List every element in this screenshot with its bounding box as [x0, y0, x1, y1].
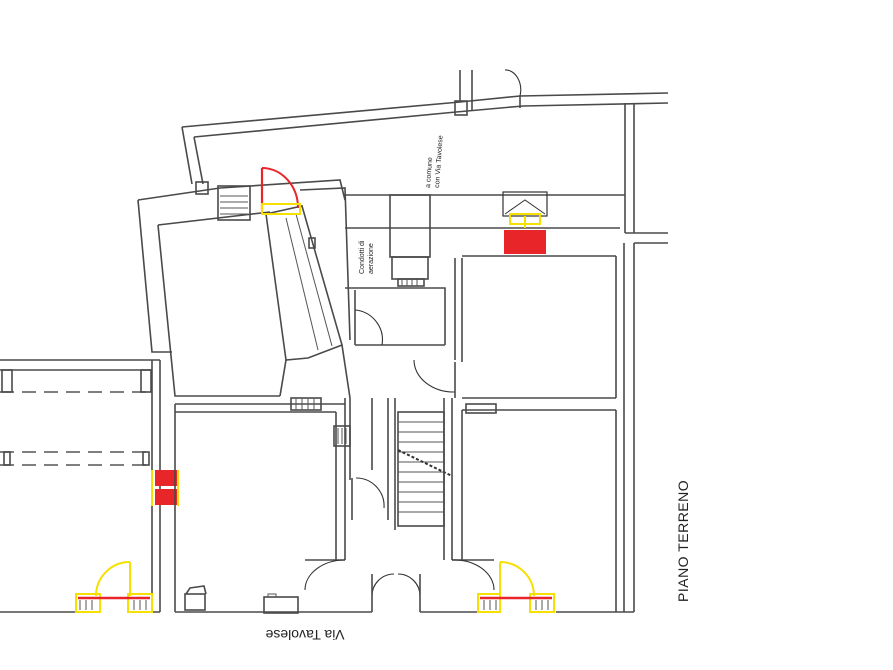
- fixture: [184, 593, 206, 611]
- pillar: [454, 100, 468, 116]
- floor-label: PIANO TERRENO: [675, 480, 691, 602]
- ramp: [265, 205, 343, 361]
- lower-rooms: [174, 397, 478, 614]
- highlight-door-right-bottom: [477, 561, 555, 613]
- note-duct-line1: Condotti di: [359, 240, 366, 274]
- stair-small: [217, 185, 251, 221]
- highlight-stair-top-right: [502, 191, 548, 254]
- left-tilted-block: [137, 179, 351, 399]
- note-common-line2: con Via Tavolese: [434, 135, 445, 188]
- street-label: Via Tavolese: [265, 627, 344, 643]
- main-staircase: [397, 398, 453, 560]
- highlight-door-top-left: [260, 167, 301, 215]
- left-building: [0, 359, 161, 613]
- note-common-line1: a comune: [425, 157, 434, 188]
- ventilation-shaft: [389, 194, 431, 258]
- door-swing: [504, 69, 522, 97]
- grille: [397, 278, 425, 287]
- highlight-window-left: [151, 470, 179, 506]
- grille: [290, 397, 322, 411]
- note-duct-line2: aerazione: [368, 243, 375, 274]
- fixture: [263, 596, 299, 614]
- pillar: [195, 181, 209, 195]
- highlight-door-left-bottom: [75, 561, 153, 613]
- central-walls: [345, 194, 625, 398]
- courtyard-walls: [181, 69, 669, 244]
- right-room: [451, 243, 635, 613]
